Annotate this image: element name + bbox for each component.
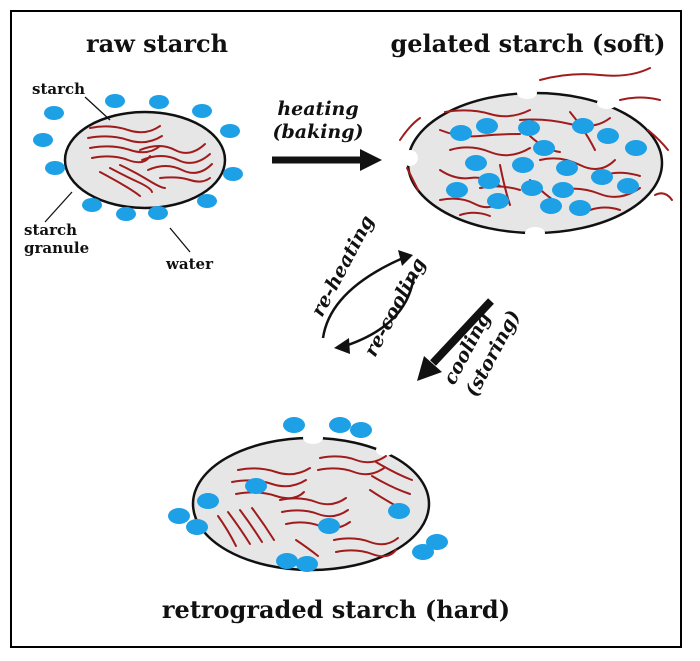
raw-starch-title: raw starch xyxy=(86,29,228,58)
gelated-water-drops xyxy=(446,118,647,216)
starch-granule-label-1: starch xyxy=(24,221,77,239)
starch-leader-line xyxy=(84,96,111,121)
baking-label: (baking) xyxy=(272,121,363,143)
granule-leader-line xyxy=(44,191,73,223)
raw-starch-chains xyxy=(87,125,213,197)
heating-arrow: heating (baking) xyxy=(272,98,382,171)
reheat-recool-arrows: re-heating re-cooling xyxy=(307,212,430,361)
water-leader-line xyxy=(169,227,191,253)
retrograded-chains xyxy=(217,455,413,558)
recooling-label: re-cooling xyxy=(360,254,430,360)
gelated-starch-title: gelated starch (soft) xyxy=(390,29,665,58)
reheating-label: re-heating xyxy=(307,212,379,321)
retrograded-starch-title: retrograded starch (hard) xyxy=(162,595,510,624)
starch-granule-label-2: granule xyxy=(24,239,89,257)
cooling-arrow: cooling (storing) xyxy=(417,298,525,400)
water-label: water xyxy=(165,255,214,273)
gelated-starch-panel xyxy=(399,67,673,239)
raw-water-drops xyxy=(33,94,243,221)
retrograded-starch-panel xyxy=(168,417,448,572)
gelated-starch-granule xyxy=(406,91,664,235)
retrograded-granule-gaps xyxy=(303,432,394,456)
heating-label: heating xyxy=(277,98,358,120)
raw-starch-panel: starch starch granule water xyxy=(24,80,243,273)
starch-label: starch xyxy=(32,80,85,98)
gelated-granule-gaps xyxy=(402,87,617,239)
retrograded-water-drops xyxy=(168,417,448,572)
